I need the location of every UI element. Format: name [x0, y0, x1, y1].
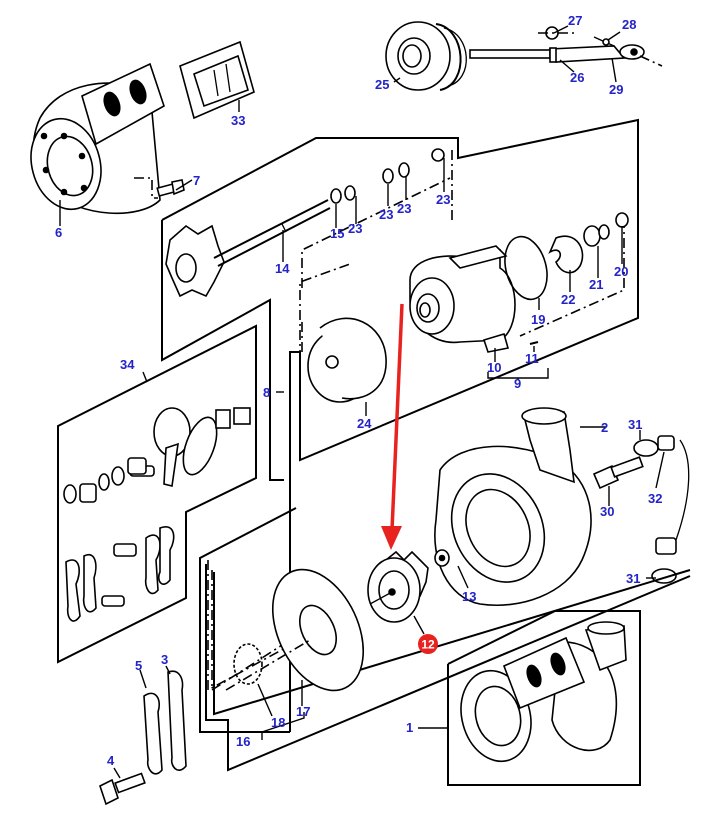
- callout-17[interactable]: 17: [296, 704, 310, 719]
- compressor-wheel: [367, 550, 429, 623]
- hose-clamp-31-a: [633, 439, 659, 457]
- thrust-collar-21: [583, 224, 610, 247]
- callout-26[interactable]: 26: [570, 70, 584, 85]
- callout-19[interactable]: 19: [531, 312, 545, 327]
- thrust-bearing-22: [548, 235, 584, 274]
- callout-21[interactable]: 21: [589, 277, 603, 292]
- callout-2[interactable]: 2: [601, 420, 608, 435]
- nut-13: [434, 549, 450, 567]
- callout-33[interactable]: 33: [231, 113, 245, 128]
- callout-24[interactable]: 24: [357, 416, 372, 431]
- callout-28[interactable]: 28: [622, 17, 636, 32]
- pin-11: [529, 341, 539, 345]
- gasket: [179, 40, 255, 120]
- callout-1[interactable]: 1: [406, 720, 413, 735]
- retaining-ring-18: [233, 643, 263, 685]
- bolt-7: [134, 177, 185, 199]
- wastegate-actuator: [385, 21, 663, 91]
- turbine-wheel-shaft: [165, 199, 331, 298]
- callout-23-b[interactable]: 23: [379, 207, 393, 222]
- callout-27[interactable]: 27: [568, 13, 582, 28]
- circlip-28: [593, 36, 615, 47]
- nut-27: [538, 26, 574, 40]
- callout-22[interactable]: 22: [561, 292, 575, 307]
- turbine-housing: [30, 62, 165, 215]
- lock-plate-3: [167, 670, 187, 771]
- callout-7[interactable]: 7: [193, 173, 200, 188]
- callout-5[interactable]: 5: [135, 658, 142, 673]
- turbocharger-assembly: [460, 621, 627, 763]
- callout-31-b[interactable]: 31: [626, 571, 640, 586]
- bearing-housing: [409, 245, 516, 353]
- group-frame-backplate: [205, 564, 691, 772]
- callout-14[interactable]: 14: [275, 261, 290, 276]
- callout-9[interactable]: 9: [514, 376, 521, 391]
- callout-8[interactable]: 8: [263, 385, 270, 400]
- callout-23-d[interactable]: 23: [436, 192, 450, 207]
- seal-ring-15: [330, 188, 342, 204]
- backplate-17: [225, 568, 365, 692]
- callout-29[interactable]: 29: [609, 82, 623, 97]
- leader-lines: [59, 25, 665, 779]
- adapter-30: [592, 456, 644, 490]
- callout-10[interactable]: 10: [487, 360, 501, 375]
- callout-15[interactable]: 15: [330, 226, 344, 241]
- highlight-arrow: [381, 303, 404, 550]
- seal-ring-20: [615, 212, 629, 228]
- group-frame-repair-kit: [57, 324, 257, 664]
- callout-3[interactable]: 3: [161, 652, 168, 667]
- callout-32[interactable]: 32: [648, 491, 662, 506]
- bolt-4: [99, 772, 146, 806]
- callout-31-a[interactable]: 31: [628, 417, 642, 432]
- seal-ring-23-b: [382, 168, 394, 184]
- callout-20[interactable]: 20: [614, 264, 628, 279]
- callout-30[interactable]: 30: [600, 504, 614, 519]
- callout-12-badge[interactable]: 12: [418, 634, 438, 654]
- heat-shield: [299, 263, 387, 403]
- callout-12[interactable]: 12: [421, 638, 435, 652]
- callout-23-c[interactable]: 23: [397, 201, 411, 216]
- callout-16[interactable]: 16: [236, 734, 250, 749]
- o-ring-19: [504, 235, 548, 301]
- compressor-housing: [434, 407, 592, 606]
- callout-34[interactable]: 34: [120, 357, 135, 372]
- lock-plate-5: [143, 692, 163, 775]
- callout-25[interactable]: 25: [375, 77, 389, 92]
- callout-4[interactable]: 4: [107, 753, 115, 768]
- callout-13[interactable]: 13: [462, 589, 476, 604]
- group-frame-cartridge: [161, 118, 639, 733]
- callout-18[interactable]: 18: [271, 715, 285, 730]
- seal-ring-23-d: [431, 148, 445, 162]
- callout-labels: 1 2 3 4 5 6 7 8 9 10 11 13 14 15 16 17 1…: [55, 13, 662, 768]
- group-frame-assembly: [447, 610, 641, 786]
- group-frame-inner: [207, 150, 625, 692]
- callout-6[interactable]: 6: [55, 225, 62, 240]
- seal-ring-23-a: [344, 185, 356, 201]
- repair-kit-parts: [63, 407, 251, 622]
- callout-11[interactable]: 11: [525, 351, 539, 366]
- callout-23-a[interactable]: 23: [348, 221, 362, 236]
- seal-ring-23-c: [398, 162, 410, 178]
- hose-clamp-31-b: [651, 568, 677, 584]
- hose-32: [655, 435, 690, 555]
